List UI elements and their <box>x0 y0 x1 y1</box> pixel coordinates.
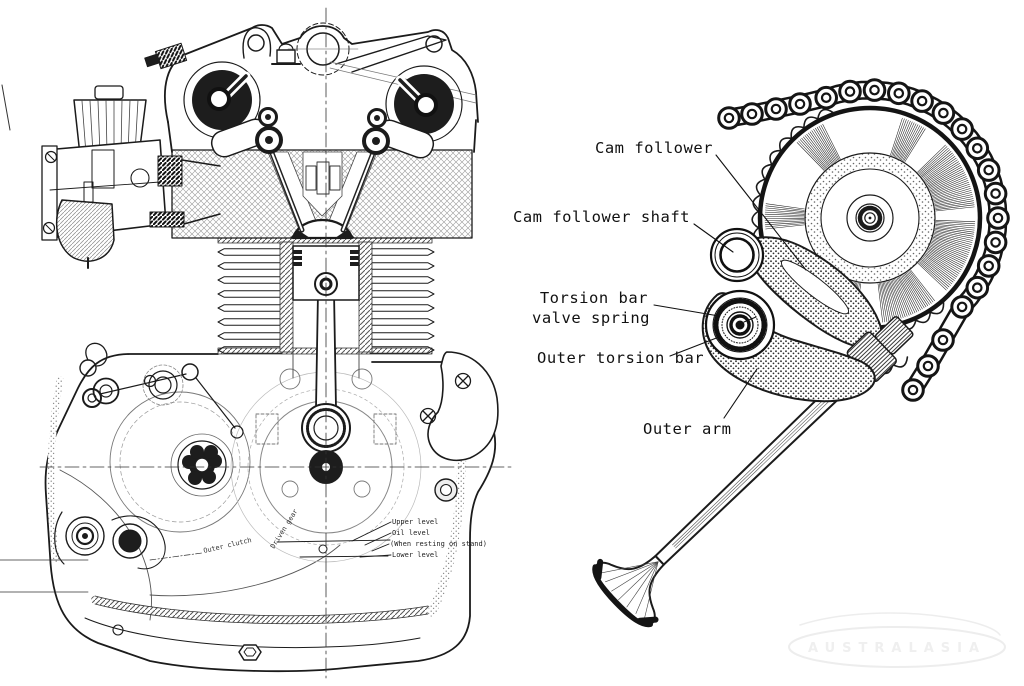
torsion-bar-label-line2: valve spring <box>532 309 650 327</box>
cylinder-head <box>171 145 473 240</box>
oil-level-note: Upper level Oil level (When resting on s… <box>390 518 487 559</box>
top-center-bolt <box>271 43 301 65</box>
rocker-left <box>210 107 283 158</box>
callout-leaders <box>653 154 807 419</box>
oil-when-label: (When resting on stand) <box>390 540 487 548</box>
cylinder-wall-right <box>358 241 373 353</box>
points-cover <box>419 351 499 502</box>
outer-clutch-label: Outer clutch <box>203 536 253 555</box>
valve-gear-figure: Cam follower Cam follower shaft Torsion … <box>513 78 1010 668</box>
cam-follower-leader <box>715 154 807 271</box>
outer-arm-label: Outer arm <box>643 420 732 438</box>
rocker-right <box>362 108 435 159</box>
sump-details <box>112 624 262 661</box>
centerlines <box>0 7 513 679</box>
cam-follower-shaft-label: Cam follower shaft <box>513 208 690 226</box>
cam-plate <box>804 152 936 284</box>
carburetor <box>41 85 221 269</box>
throttle-slide <box>91 149 115 189</box>
outer-arm-leader <box>723 368 758 419</box>
watermark: AUSTRALASIA <box>788 612 1006 668</box>
outer-torsion-bar-label: Outer torsion bar <box>537 349 704 367</box>
screw-icon <box>419 372 472 425</box>
watermark-text: AUSTRALASIA <box>808 641 986 656</box>
oil-level-label: Oil level <box>392 529 430 537</box>
cover-end-cap <box>154 42 188 70</box>
intake-boot-lower <box>149 211 185 228</box>
cam-follower-shaft-ring <box>709 227 765 283</box>
outer-torsion-bar-leader <box>669 336 720 357</box>
spark-plug <box>305 161 341 195</box>
cam-follower-label: Cam follower <box>595 139 713 157</box>
torsion-bar-label-line1: Torsion bar <box>540 289 648 307</box>
cam-cover <box>144 22 479 159</box>
outer-clutch-leader <box>149 552 203 561</box>
cam-chain <box>717 78 1010 402</box>
driven-gear-label: Driven gear <box>269 508 300 550</box>
gearshift-linkage <box>82 363 244 439</box>
camshaft-left <box>183 61 261 139</box>
oil-upper-label: Upper level <box>392 518 438 526</box>
torsion-bar-leader <box>653 304 720 317</box>
jet <box>83 181 94 203</box>
float-bowl <box>55 199 115 262</box>
intake-boot-upper <box>157 155 183 187</box>
cylinder-wall-left <box>279 241 294 353</box>
oil-level-marks <box>276 521 392 558</box>
cooling-fins <box>217 248 435 354</box>
engine-cross-section-figure: Outer clutch Driven gear Upper level Oil… <box>0 7 513 679</box>
screw-icon <box>42 150 58 235</box>
cam-follower-shaft-leader <box>693 223 734 253</box>
camshaft-hub <box>846 194 894 242</box>
torsion-bar-assembly <box>704 289 776 361</box>
camshaft-right <box>385 65 463 143</box>
oil-lower-label: Lower level <box>392 551 438 559</box>
shift-star-gear <box>170 433 234 497</box>
kickstart-shaft <box>54 511 166 570</box>
